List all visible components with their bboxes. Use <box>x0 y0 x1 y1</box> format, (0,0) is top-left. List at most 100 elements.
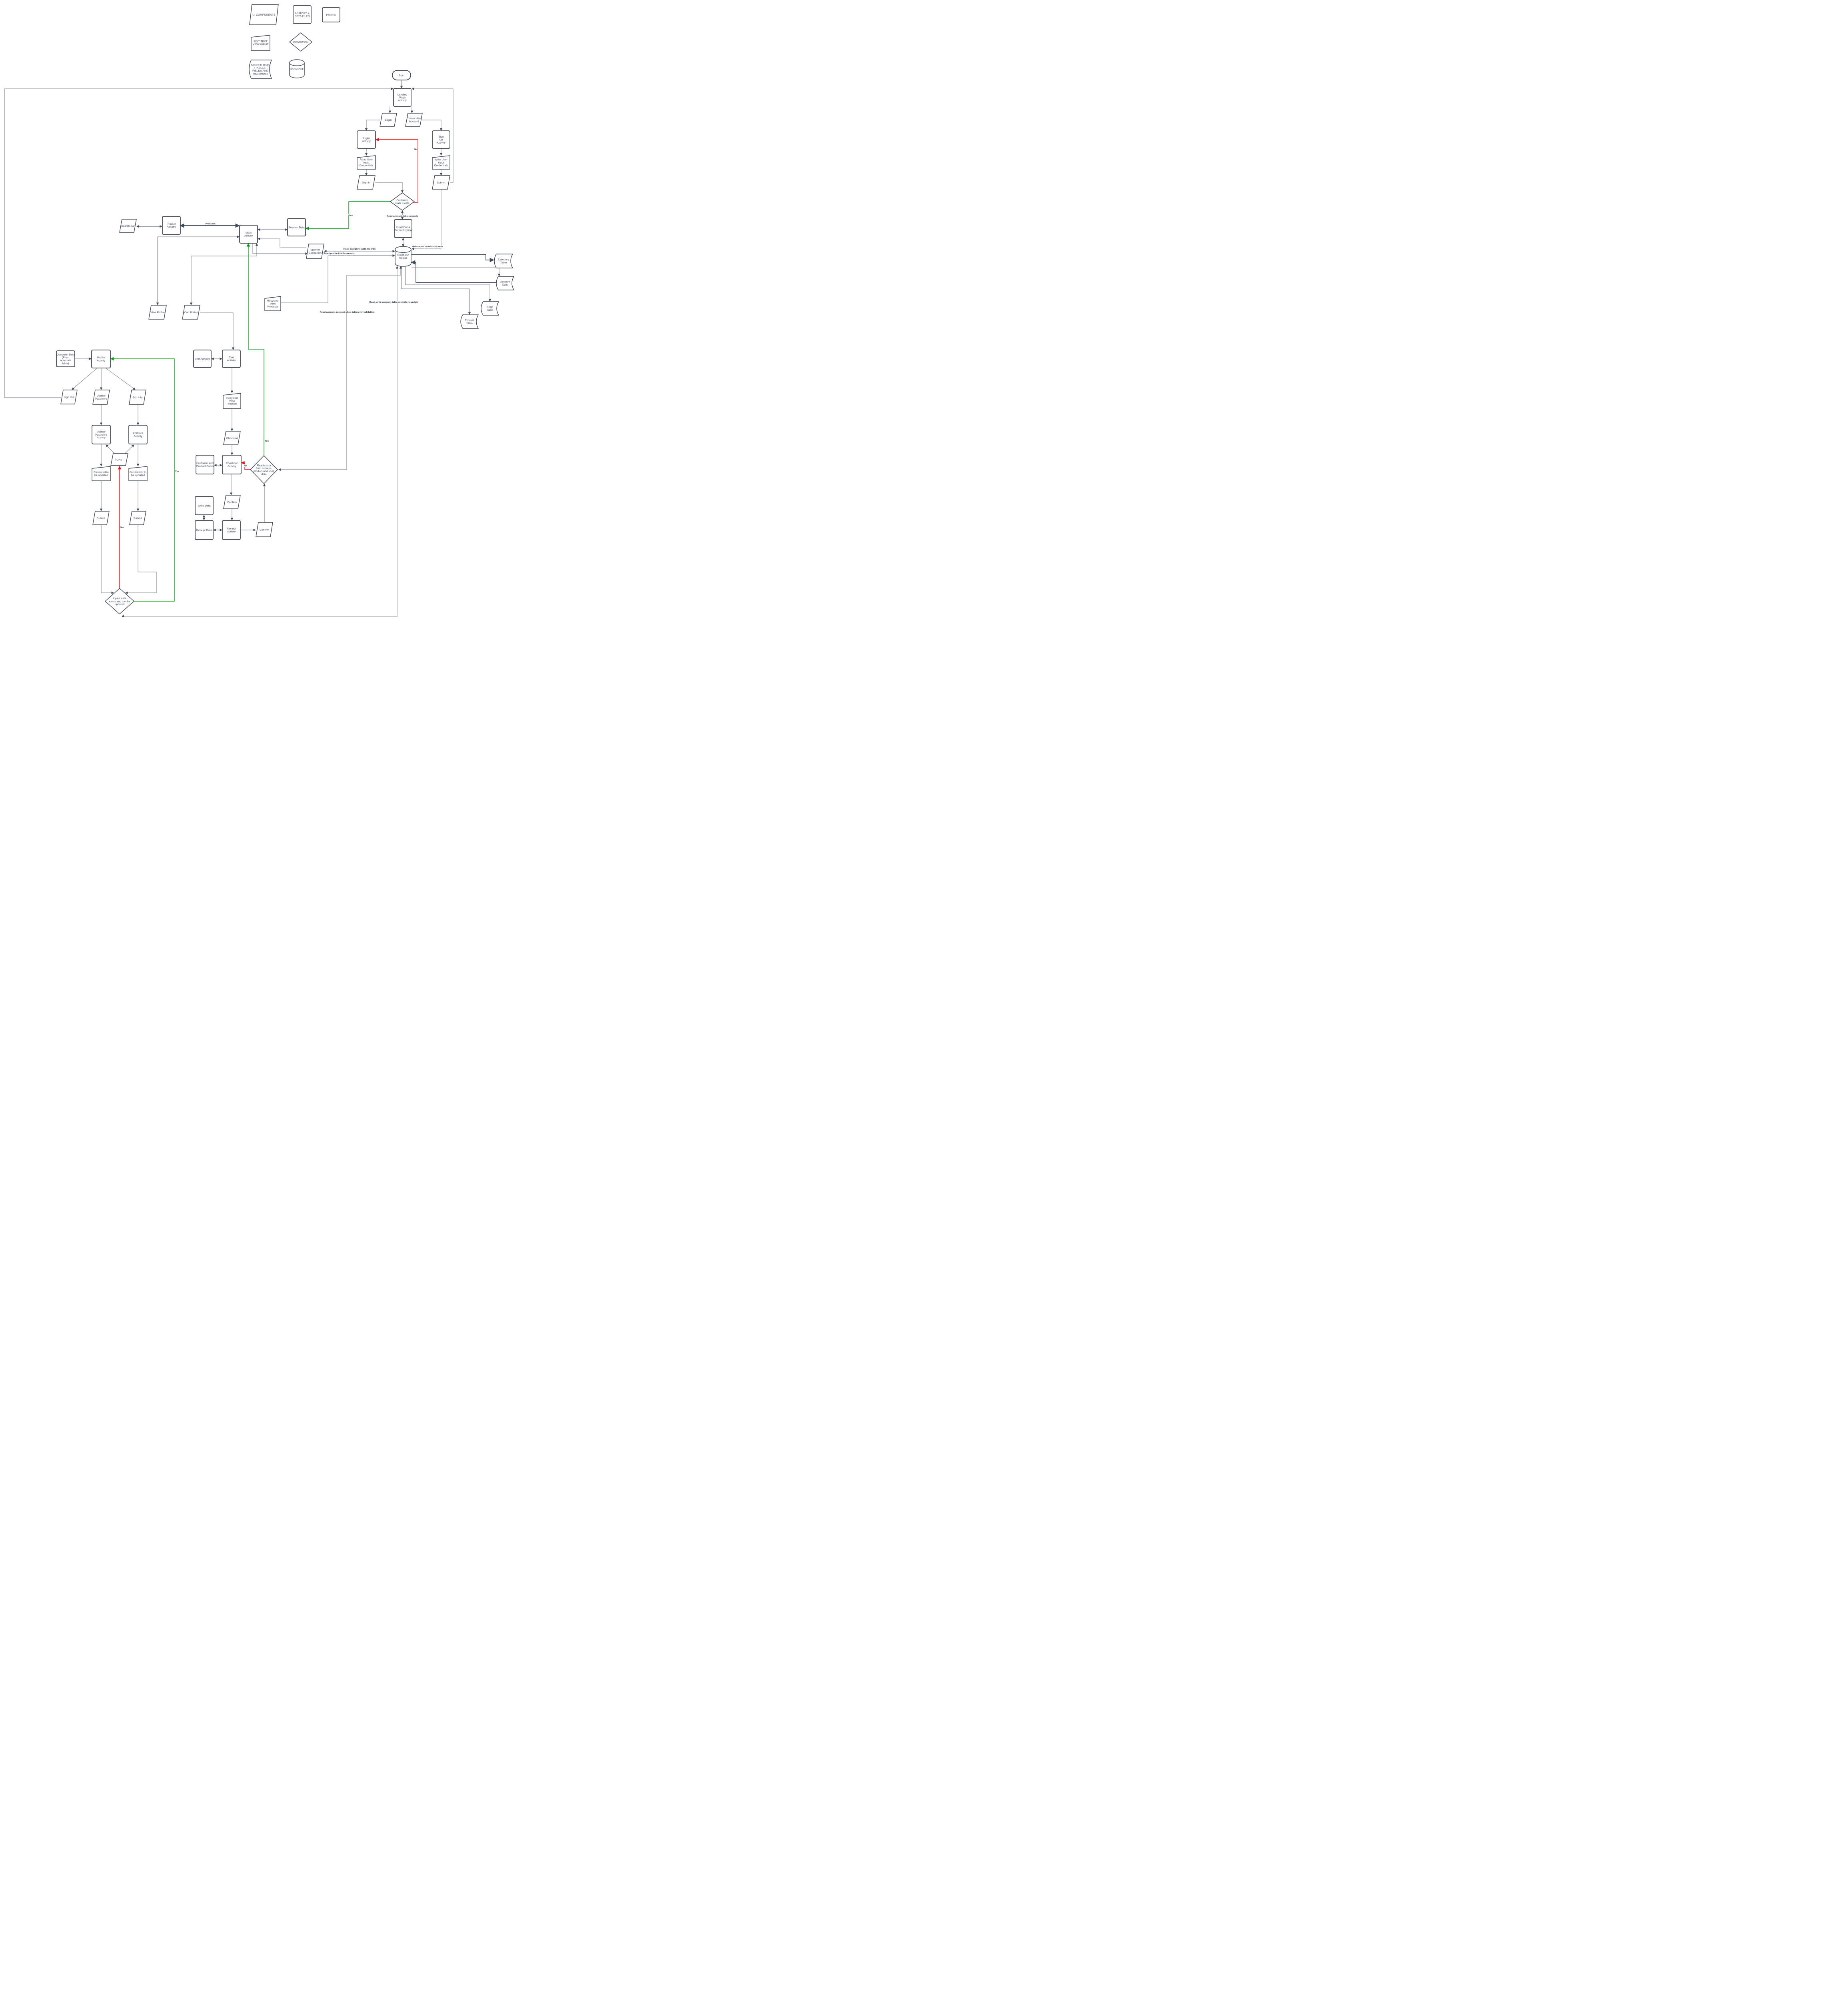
product-table-label-line: Table <box>466 322 473 325</box>
sign-in-button-label-line: Sign in <box>362 181 370 184</box>
credentials-to-be-updated-shape <box>128 466 148 481</box>
edit-info-activity-label-line: Activity <box>134 435 142 438</box>
toast-label: TOAST <box>115 458 124 461</box>
category-table-label-line: Category <box>498 258 509 261</box>
checkout-button-label-line: Checkout <box>226 437 238 440</box>
legend-activity-data-files-label-line: DATA FILES <box>295 15 310 18</box>
cart-adapter-label-line: Cart Adapter <box>195 358 210 360</box>
profile-activity-shape <box>91 350 111 368</box>
e-toast-editinfoactivity <box>124 444 134 455</box>
legend-database: DATABASE <box>289 59 305 78</box>
session-data: Session Data <box>287 218 306 236</box>
recycled-view-products-cart-label-line: View <box>229 400 235 402</box>
cart-activity-shape <box>222 350 241 368</box>
legend-process: Process <box>322 7 340 22</box>
e-datadecision-no-loginactivity <box>375 138 418 203</box>
legend-process-label: Process <box>326 14 336 16</box>
category-table-shape <box>494 254 513 268</box>
legend-ui-components-label-line: UI COMPONENTS <box>252 14 276 16</box>
product-adapter-shape <box>162 216 181 235</box>
write-user-input-credentials-shape <box>432 155 450 170</box>
receipt-activity-label-line: Activity <box>227 530 236 533</box>
past-data-decision-label-line: If past data <box>113 597 126 600</box>
start-terminator: Start <box>392 70 411 80</box>
create-new-account-button-label-line: Account <box>409 120 419 123</box>
e-datadecision-no-loginactivity-label: No <box>414 148 418 151</box>
legend-database-label-line: DATABASE <box>290 68 304 70</box>
legend-activity-data-files: ACTIVITY &DATA FILES <box>293 5 312 24</box>
main-activity-shape <box>239 225 258 244</box>
e-spinner-dbhelper-label: Read-category-table-records <box>344 248 376 250</box>
receipt-data-shape <box>195 520 214 540</box>
customer-data-accounts-table-label-line: accounts <box>60 359 71 362</box>
legend-edit-text-view-input-label-line: VIEW INPUT <box>253 43 269 46</box>
sign-out-button-shape <box>60 390 78 404</box>
cart-activity-label-line: Activity <box>227 359 236 362</box>
recycled-view-products-db-label-line: Products <box>268 306 278 308</box>
submit-password-button-label-line: Submit <box>97 517 105 520</box>
recycled-view-products-cart-shape <box>223 393 241 409</box>
cart-button-shape <box>182 305 200 320</box>
view-profile-button-label: View Profile <box>150 311 165 314</box>
product-table-shape <box>460 314 479 329</box>
update-password-button-shape <box>92 390 110 405</box>
recycled-view-products-cart-label-line: Products <box>227 403 238 406</box>
read-user-input-credentials-label-line: Read User <box>360 158 373 161</box>
create-new-account-button-shape <box>405 113 423 127</box>
legend-stored-data-label-line: RECORDS) <box>253 72 268 75</box>
checkout-activity-label-line: Checkout <box>226 462 238 465</box>
shop-table-shape <box>481 301 499 316</box>
e-submitcred-pastdecision <box>125 525 157 594</box>
e-dbhelper-shoptable <box>405 266 491 302</box>
update-password-button-label-line: Password <box>95 398 107 400</box>
e-datadecision-custauth-label: Read-account-table-records <box>387 215 418 218</box>
login-activity-label-line: Activity <box>362 140 371 143</box>
read-user-input-credentials-shape <box>357 155 376 170</box>
update-password-activity-label-line: Activity <box>97 436 106 439</box>
confirm-receipt-button-label: Confirm <box>260 528 269 531</box>
sign-in-button: Sign in <box>357 175 376 190</box>
category-table-label-line: Table <box>500 261 507 264</box>
search-bar-label-line: Search Bar <box>121 225 135 228</box>
e-profile-signout <box>72 368 98 390</box>
receipt-data: Receipt Data <box>195 520 214 540</box>
landing-page-activity-label-line: Activity <box>398 99 407 102</box>
legend-condition-shape <box>289 32 313 52</box>
e-dbhelper-pastdecision-update-label: Read-write-account-table-records-to-upda… <box>370 301 419 304</box>
spinner-categories-label-line: Spinner <box>310 249 320 252</box>
sign-out-button: Sign Out <box>60 390 78 404</box>
submit-credentials-button: Submit <box>129 511 146 525</box>
sign-in-button-shape <box>357 175 376 190</box>
confirm-checkout-button-shape <box>223 495 241 509</box>
customer-authentication: Customer &Authentication <box>394 219 412 238</box>
customer-data-accounts-table-label-line: Customer Data <box>56 353 75 356</box>
write-user-input-credentials-label-line: Write User <box>435 158 448 161</box>
e-readsdecision-yes-main-label: Yes <box>265 440 269 442</box>
shop-table-label-line: Table <box>487 309 493 312</box>
